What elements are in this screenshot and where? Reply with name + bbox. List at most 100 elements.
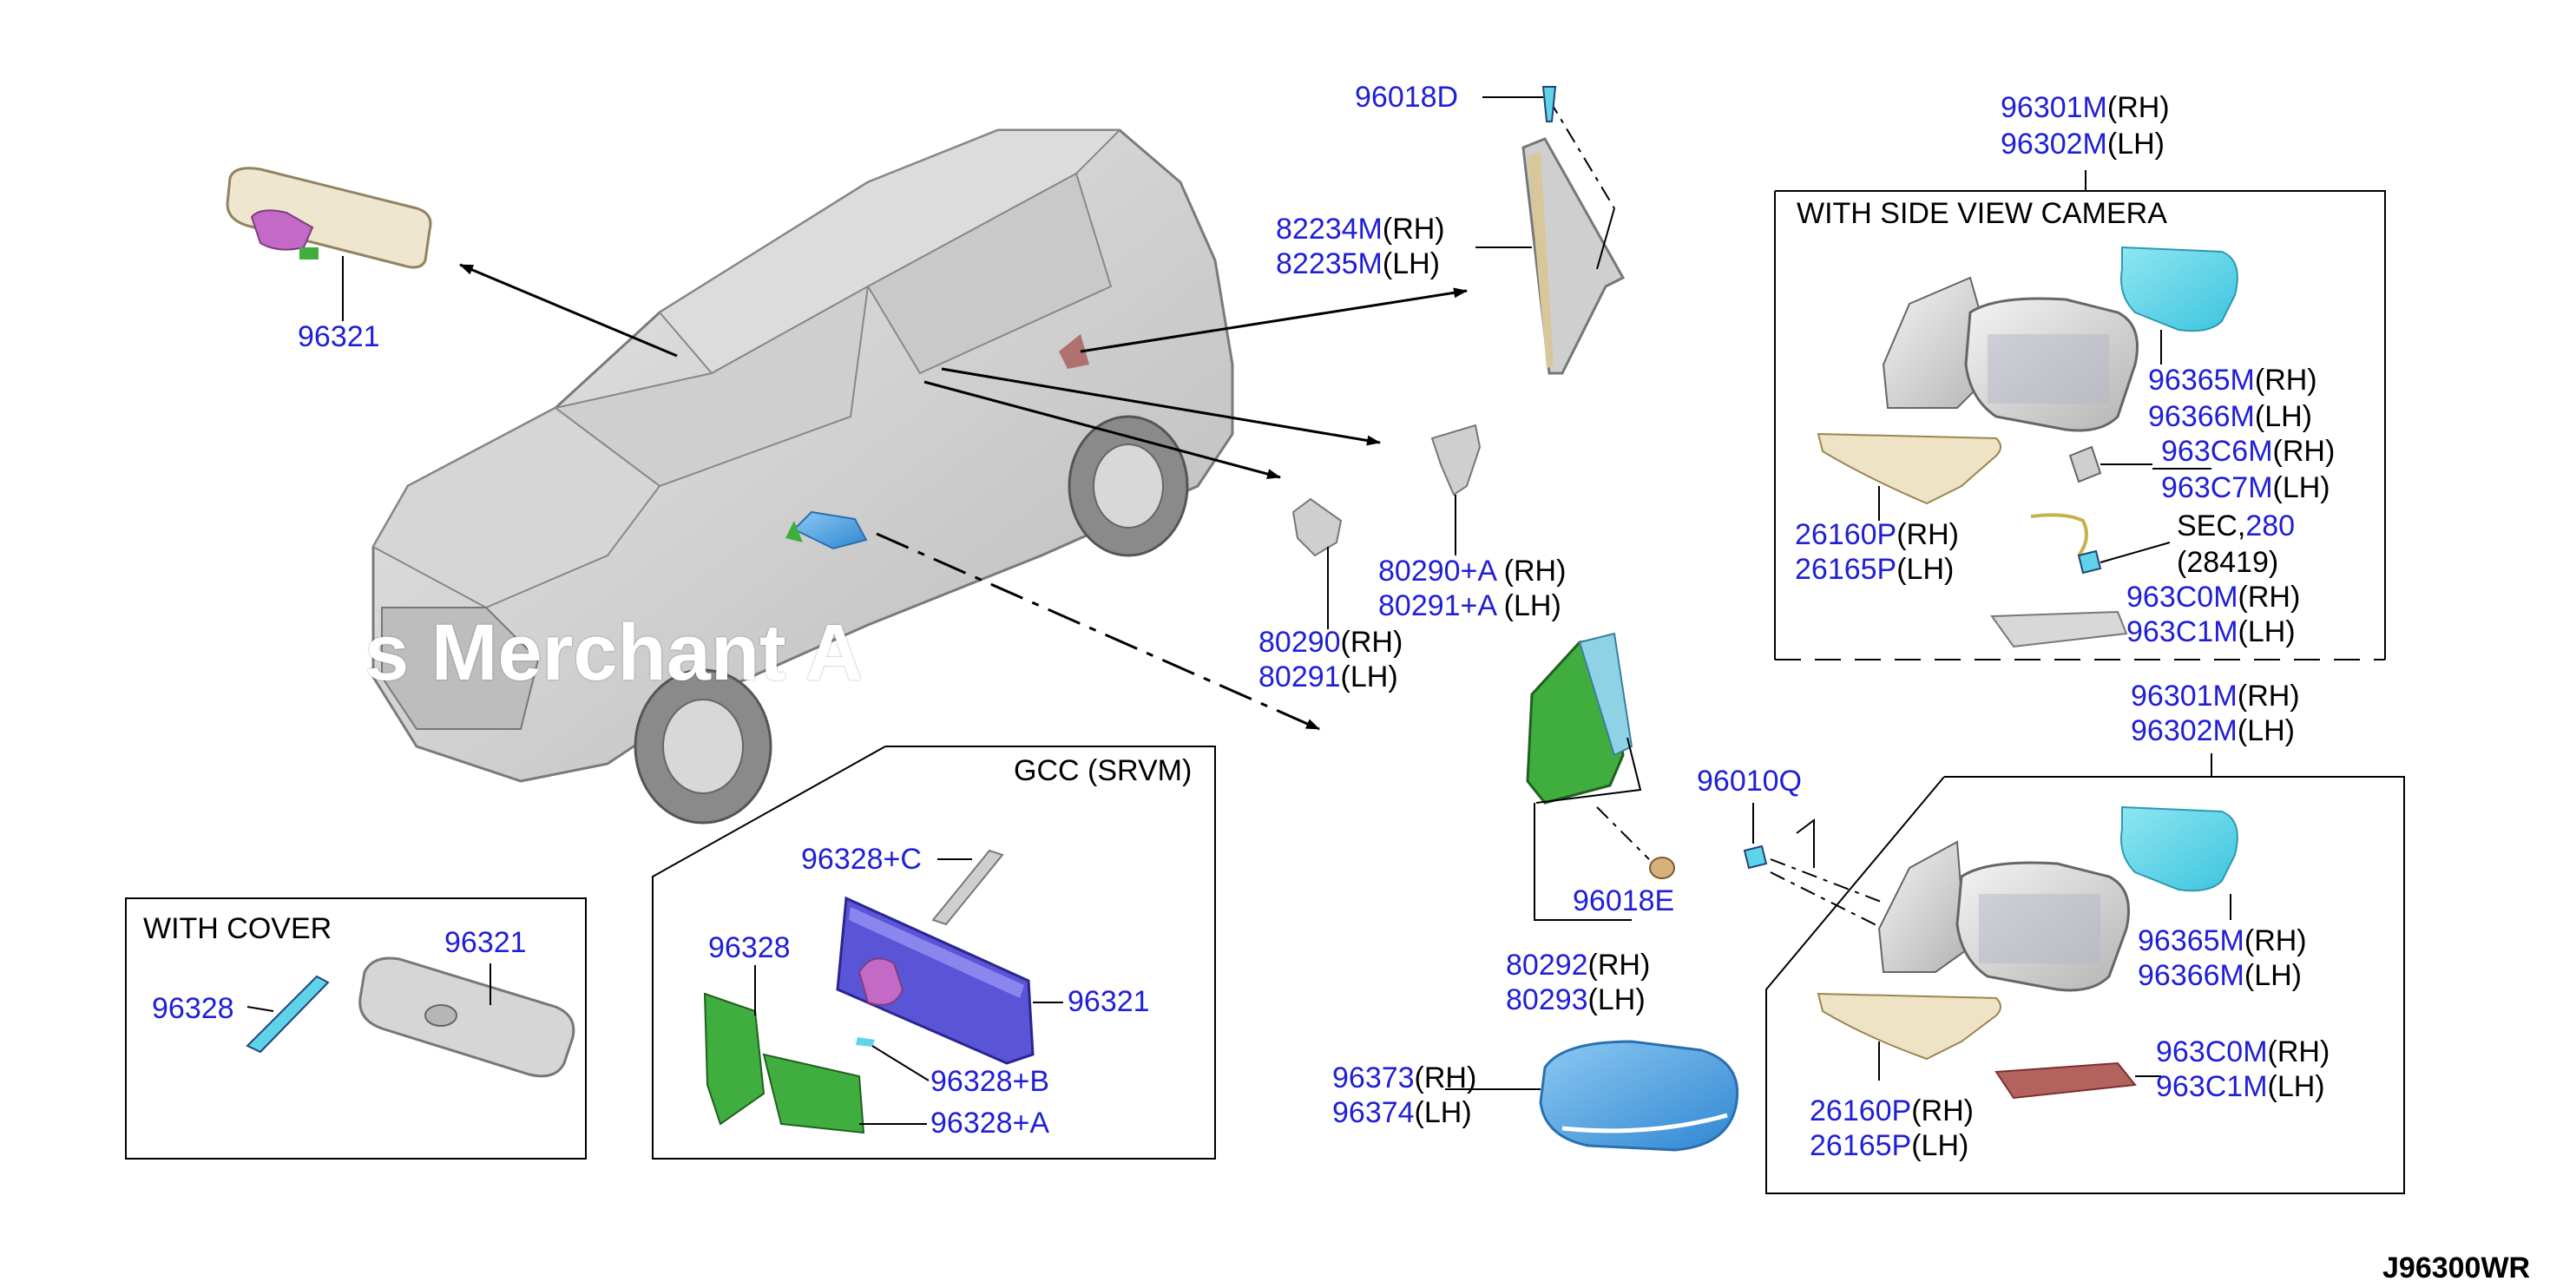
callout-963c1m-top: 963C1M(LH) [2126,614,2296,649]
screw-part [1743,803,1884,930]
side-designation: (LH) [1382,247,1440,280]
bracket-parts [1291,424,1482,629]
callout-96328b: 96328+B [930,1064,1049,1099]
part-number: 963C0M [2156,1035,2268,1068]
callout-96328-gcc: 96328 [708,930,791,965]
pillar-trim-part [1475,86,1626,375]
part-number: 96321 [1068,985,1150,1018]
door-mirror-box [1765,753,2405,1194]
side-designation: (LH) [2238,615,2296,648]
callout-96366m-lower: 96366M(LH) [2138,958,2302,993]
part-number: 96018E [1573,884,1675,917]
callout-96374: 96374(LH) [1332,1095,1472,1130]
callout-80293: 80293(LH) [1506,982,1646,1017]
part-number: 80293 [1506,983,1588,1016]
side-designation: (RH) [2244,924,2307,957]
side-designation: (LH) [1503,589,1561,622]
side-designation: (RH) [1503,555,1567,588]
side-designation: (LH) [1414,1096,1472,1129]
callout-26160p-top: 26160P(RH) [1795,517,1959,552]
side-designation: (RH) [1414,1061,1477,1094]
callout-96366m-top: 96366M(LH) [2148,399,2312,434]
part-number: 26160P [1795,518,1897,551]
callout-96301m-lower: 96301M(RH) [2131,679,2300,713]
part-number: 96018D [1355,81,1459,114]
callout-96328-cover: 96328 [152,991,234,1026]
part-number: 96302M [2001,128,2107,161]
part-number: 96010Q [1697,765,1802,798]
callout-963c1m-lower: 963C1M(LH) [2156,1069,2325,1104]
side-view-camera-box [1774,170,2386,660]
side-designation: (RH) [1587,949,1651,982]
side-designation: (RH) [2272,435,2336,468]
side-designation: (RH) [1896,518,1959,551]
side-designation: (LH) [1896,553,1955,586]
part-number: 26165P [1795,553,1897,586]
section-number[interactable]: 280 [2245,509,2296,542]
callout-96010q: 96010Q [1697,764,1802,798]
callout-963c7m: 963C7M(LH) [2161,470,2330,505]
with-cover-box [125,897,587,1160]
section-prefix: SEC, [2177,509,2246,542]
part-number: 96301M [2131,680,2238,713]
side-designation: (RH) [2237,680,2300,713]
part-number: 96328+C [801,843,922,876]
part-number: 96321 [444,926,527,959]
part-number: 96328+A [930,1107,1050,1140]
door-mirror-bracket-part [1526,632,1675,921]
callout-96321-rearview: 96321 [298,319,380,354]
side-designation: (LH) [2267,1070,2325,1103]
callout-96328a: 96328+A [930,1106,1049,1140]
part-number: 26160P [1810,1094,1912,1127]
part-number: 80291 [1258,660,1341,693]
callout-80291a: 80291+A (LH) [1378,588,1561,623]
callout-80292: 80292(RH) [1506,948,1650,982]
callout-80290a: 80290+A (RH) [1378,554,1566,588]
callout-963c0m-top: 963C0M(RH) [2126,580,2300,614]
side-designation: (LH) [2244,959,2302,992]
part-number: 963C6M [2161,435,2273,468]
rearview-mirror-part [226,167,432,321]
side-designation: (RH) [2254,364,2317,397]
callout-96018e: 96018E [1573,884,1674,918]
callout-96321-cover: 96321 [444,925,527,960]
diagram-code: J96300WR [2382,1252,2531,1285]
part-number: 963C0M [2126,581,2238,614]
part-number: 82234M [1276,213,1383,246]
part-number: 26165P [1810,1129,1912,1162]
part-number: 96366M [2138,959,2244,992]
side-designation: (RH) [2106,91,2170,124]
side-designation: (LH) [2237,714,2295,747]
part-number: 80290+A [1378,555,1496,588]
watermark-text: s Merchant A [365,608,864,697]
side-designation: (RH) [2267,1035,2330,1068]
part-number: 96365M [2148,364,2255,397]
leader-arrows [459,263,1468,731]
callout-26160p-lower: 26160P(RH) [1810,1094,1974,1128]
part-number: 963C1M [2126,615,2238,648]
side-designation: (LH) [1911,1129,1969,1162]
callout-80290: 80290(RH) [1258,625,1403,660]
side-designation: (LH) [2106,128,2165,161]
part-number: 96374 [1332,1096,1415,1129]
callout-82234m: 82234M(RH) [1276,212,1445,246]
side-designation: (LH) [1587,983,1646,1016]
part-number: 96328 [708,931,791,964]
callout-80291: 80291(LH) [1258,660,1398,694]
box-title-gcc-srvm: GCC (SRVM) [1014,754,1193,787]
side-designation: (RH) [1911,1094,1974,1127]
part-number: 82235M [1276,247,1383,280]
part-number: 80291+A [1378,589,1496,622]
part-number: 96328+B [930,1065,1050,1098]
side-designation: (LH) [2272,471,2330,504]
gcc-srvm-box [652,746,1216,1160]
section-ref: (28419) [2177,546,2279,579]
callout-96365m-lower: 96365M(RH) [2138,923,2307,958]
side-designation: (RH) [1340,626,1403,659]
vehicle-illustration [371,128,1234,825]
callout-82235m: 82235M(LH) [1276,246,1440,281]
part-number: 96302M [2131,714,2238,747]
box-title-side-view-camera: WITH SIDE VIEW CAMERA [1797,197,2167,230]
callout-96301m-top: 96301M(RH) [2001,90,2170,125]
